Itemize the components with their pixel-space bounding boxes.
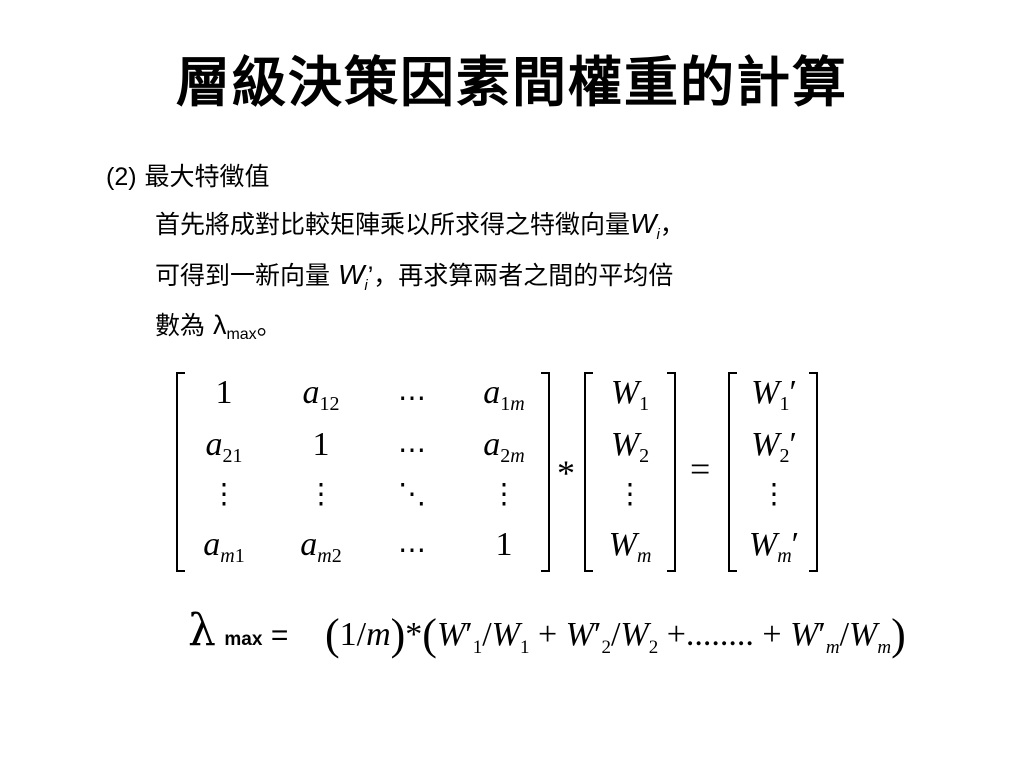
matrix-cell: a1m [483, 374, 525, 415]
paragraph-line-2: 可得到一新向量 Wi’，再求算兩者之間的平均倍 [155, 256, 673, 294]
w-vector-cell: W1 [610, 374, 650, 415]
line2-rest: ，再求算兩者之間的平均倍 [373, 261, 674, 290]
matrix-cell: ⋯ [398, 433, 426, 466]
slide-title: 層級決策因素間權重的計算 [176, 50, 848, 114]
paragraph-line-1: 首先將成對比較矩陣乘以所求得之特徵向量Wi， [155, 205, 685, 243]
line2-sub: i [364, 277, 368, 294]
matrix-cell: ⋯ [398, 533, 426, 566]
line1-text: 首先將成對比較矩陣乘以所求得之特徵向量 [155, 210, 631, 239]
w-prime-right-bracket [809, 372, 818, 572]
line2-prime: ’ [367, 262, 374, 290]
matrix-cell: am2 [300, 526, 342, 567]
w-vector-cell: Wm [608, 526, 652, 567]
line3-sub: max [226, 326, 257, 343]
lambda-symbol-large: λ [188, 605, 216, 656]
multiply-sign: * [557, 453, 575, 493]
paragraph-line-3: 數為 λmax。 [155, 306, 282, 344]
w-prime-cell: ⋮ [760, 477, 788, 510]
matrix-equation: 1 a12 ⋯ a1m a21 1 ⋯ a2m ⋮ ⋮ ⋱ ⋮ am1 am2 … [176, 372, 826, 577]
matrix-cell: a12 [302, 374, 340, 415]
equals-sign: = [690, 449, 711, 489]
matrix-cell: ⋱ [398, 477, 426, 510]
line1-end: ， [659, 210, 685, 239]
matrix-cell: ⋮ [490, 477, 518, 510]
matrix-cell: a21 [205, 426, 243, 467]
line3-text: 數為 [155, 311, 213, 340]
line1-var: W [630, 208, 657, 239]
section-number: (2) [106, 163, 137, 191]
matrix-left-bracket [176, 372, 185, 572]
line1-sub: i [656, 226, 660, 243]
w-prime-cell: Wm′ [748, 526, 800, 567]
line2-text: 可得到一新向量 [155, 261, 338, 290]
matrix-cell: ⋯ [398, 381, 426, 414]
w-vector-cell: W2 [610, 426, 650, 467]
w-vector-right-bracket [667, 372, 676, 572]
w-prime-cell: W2′ [751, 426, 797, 467]
lambda-max-label: max [224, 629, 263, 650]
matrix-cell: ⋮ [210, 477, 238, 510]
w-vector-cell: ⋮ [616, 477, 644, 510]
lambda-expression: (1/m)*(W′1/W1 + W′2/W2 +........ + W′m/W… [324, 610, 906, 659]
lambda-symbol: λ [212, 310, 227, 340]
line2-var: W [337, 259, 365, 290]
section-heading-text: 最大特徵值 [144, 162, 270, 191]
matrix-cell: am1 [203, 526, 245, 567]
line3-end: 。 [256, 311, 282, 340]
matrix-cell: 1 [312, 426, 330, 463]
matrix-cell: ⋮ [307, 477, 335, 510]
w-prime-cell: W1′ [751, 374, 797, 415]
section-heading: (2) 最大特徵值 [106, 157, 270, 193]
lambda-max-formula: λ max = (1/m)*(W′1/W1 + W′2/W2 +........… [188, 605, 906, 660]
matrix-cell: 1 [495, 526, 513, 563]
lambda-equals: = [270, 619, 289, 652]
matrix-right-bracket [541, 372, 550, 572]
w-prime-left-bracket [728, 372, 737, 572]
matrix-cell: a2m [483, 426, 525, 467]
w-vector-left-bracket [584, 372, 593, 572]
matrix-cell: 1 [215, 374, 233, 411]
